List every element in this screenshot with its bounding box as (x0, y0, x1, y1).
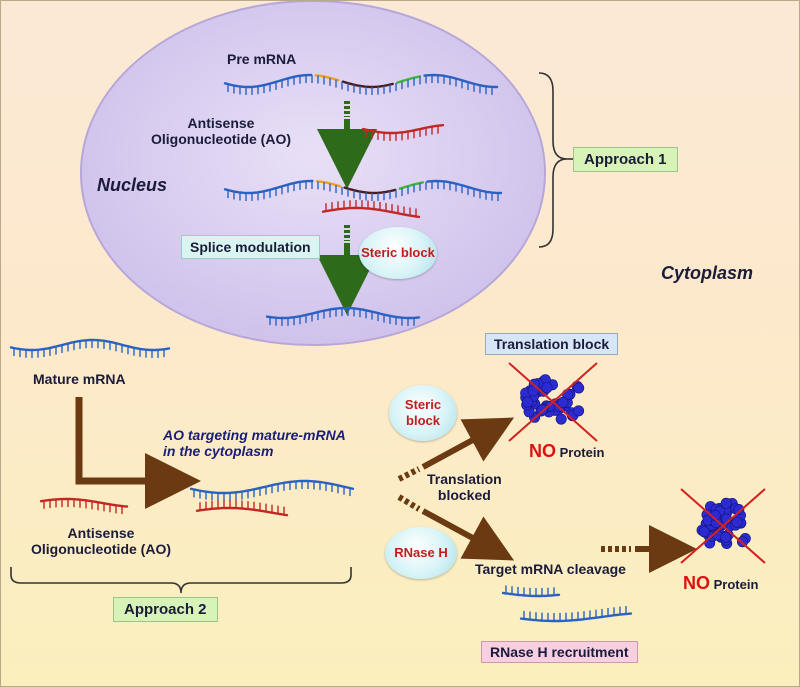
steric-block-bubble-2: Steric block (389, 385, 457, 441)
bound-ao-strand-1 (321, 200, 421, 219)
no-word-1: NO (529, 441, 556, 461)
blocked-protein-1-cross-line-2 (508, 362, 598, 442)
antisense-label-2: Antisense (67, 525, 135, 541)
nucleus-label: Nucleus (97, 175, 168, 195)
blocked-protein-2-bead (720, 497, 732, 509)
spliced-mrna-strand-segment-0 (265, 306, 421, 320)
blocked-protein-1-bead (527, 385, 539, 397)
pre-mrna-bound-strand-segment-0 (223, 179, 314, 195)
rnase-h-recruitment-box: RNase H recruitment (481, 641, 638, 663)
no-word-2: NO (683, 573, 710, 593)
pre-mrna-strand-segment-4 (423, 73, 499, 89)
nucleus-membrane (80, 1, 546, 346)
antisense-oligonucleotide-label-1: Antisense Oligonucleotide (AO) (151, 115, 291, 147)
steric-block-bubble-1: Steric block (359, 227, 437, 279)
antisense-oligo-strand-2-segment-0 (39, 497, 129, 508)
blocked-protein-1 (508, 362, 598, 442)
pre-mrna-bound-strand-segment-4 (426, 179, 503, 195)
blocked-protein-1-bead (573, 382, 585, 394)
target-mrna-strand (189, 479, 355, 501)
bound-ao-strand-1-segment-0 (321, 206, 421, 219)
rnase-h-bubble: RNase H (385, 527, 457, 579)
pre-mrna-label: Pre mRNA (227, 51, 297, 67)
antisense-oligo-strand-1 (361, 123, 445, 141)
arrow-to-translation-block-dash (397, 466, 421, 482)
blocked-protein-1-bead (536, 404, 548, 416)
blocked-protein-1-bead (557, 396, 569, 408)
target-mrna-cleavage-label: Target mRNA cleavage (475, 561, 626, 577)
blocked-protein-2 (680, 488, 766, 564)
protein-word-1: Protein (559, 445, 605, 460)
translation-blocked-label: Translation blocked (427, 471, 502, 503)
blocked-protein-2-bead (731, 516, 743, 528)
blocked-protein-2-cross-line-2 (680, 488, 766, 564)
translation-blocked-line-1: Translation (427, 471, 502, 487)
blocked-protein-1-bead (573, 405, 585, 417)
cleaved-fragment-2 (519, 606, 633, 623)
approach2-bracket (10, 567, 352, 594)
spliced-mrna-strand (265, 306, 421, 326)
pre-mrna-strand-segment-1 (314, 74, 340, 82)
pre-mrna-strand-segment-3 (396, 75, 422, 84)
cleaved-fragment-2-segment-0 (519, 612, 633, 623)
pre-mrna-strand (223, 73, 499, 95)
oligonucleotide-label-2: Oligonucleotide (AO) (31, 541, 171, 558)
pre-mrna-bound-strand-segment-3 (398, 181, 424, 190)
pre-mrna-bound-strand-segment-2 (343, 186, 397, 195)
blocked-protein-2-bead (733, 503, 745, 515)
translation-blocked-line-2: blocked (437, 487, 491, 504)
mature-mrna-strand-segment-0 (9, 338, 171, 352)
arrow-to-translation-block (421, 417, 515, 470)
blocked-protein-1-bead (522, 396, 534, 408)
blocked-protein-2-bead (720, 531, 732, 543)
pre-mrna-bound-strand (223, 179, 503, 201)
approach2-box: Approach 2 (113, 597, 218, 622)
brown-elbow-arrow (75, 397, 201, 509)
mature-mrna-label: Mature mRNA (33, 371, 126, 387)
protein-word-2: Protein (713, 577, 759, 592)
bound-ao-strand-2-segment-0 (195, 506, 289, 517)
antisense-oligo-strand-1-segment-0 (361, 123, 445, 135)
arrow-to-cleavage-dash (397, 494, 421, 512)
ao-targeting-line-1: AO targeting mature-mRNA (163, 427, 346, 443)
approach1-box: Approach 1 (573, 147, 678, 172)
no-protein-label-1: NO Protein (529, 441, 604, 462)
antisense-oligonucleotide-label-2: Antisense Oligonucleotide (AO) (31, 525, 171, 557)
ao-targeting-label: AO targeting mature-mRNA in the cytoplas… (163, 427, 346, 459)
antisense-oligo-strand-2 (39, 497, 129, 515)
blocked-protein-1-bead (555, 413, 567, 425)
blocked-protein-1-bead (541, 382, 553, 394)
mature-mrna-strand (9, 338, 171, 358)
splice-modulation-box: Splice modulation (181, 235, 320, 259)
blocked-protein-2-bead (698, 526, 710, 538)
cleaved-fragment-1 (501, 585, 561, 598)
antisense-label-1: Antisense (187, 115, 255, 131)
translation-block-box: Translation block (485, 333, 619, 355)
bound-ao-strand-2 (195, 500, 289, 517)
no-protein-label-2: NO Protein (683, 573, 758, 594)
arrow-to-cleavage (421, 508, 515, 561)
ao-targeting-line-2: in the cytoplasm (163, 443, 274, 460)
oligonucleotide-label-1: Oligonucleotide (AO) (151, 131, 291, 148)
pre-mrna-strand-segment-2 (341, 80, 394, 89)
cytoplasm-label: Cytoplasm (661, 263, 754, 283)
pre-mrna-strand-segment-0 (223, 73, 313, 89)
